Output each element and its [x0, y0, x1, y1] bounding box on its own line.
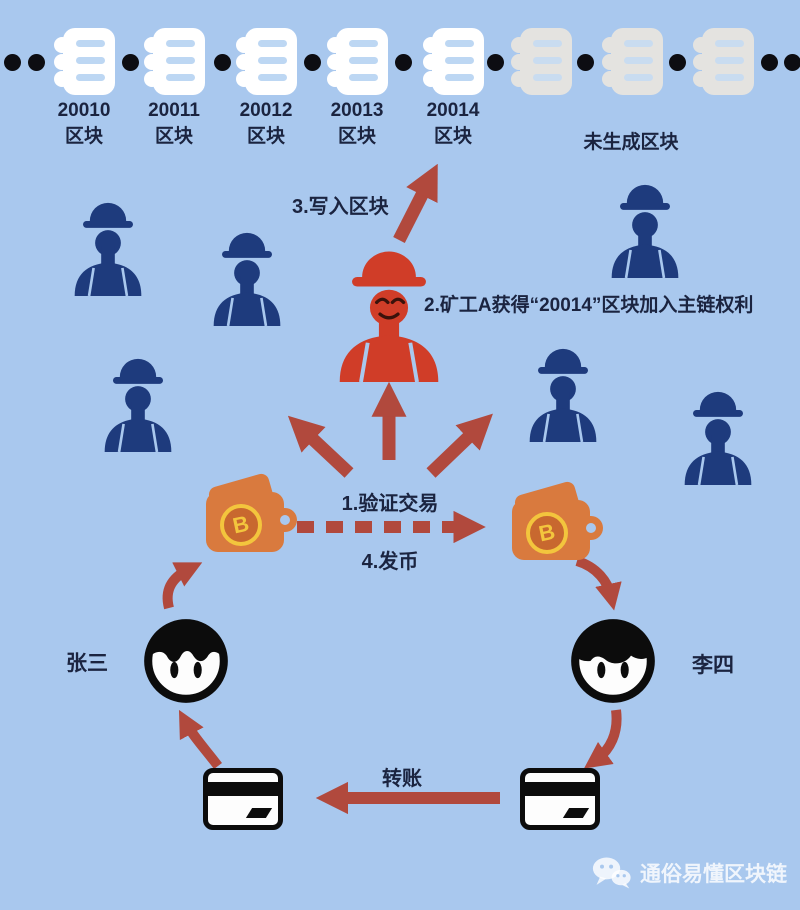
chain-dot	[761, 54, 778, 71]
chain-dot	[395, 54, 412, 71]
chain-dot	[669, 54, 686, 71]
arrow-verify-upleft	[287, 415, 354, 478]
chain-dot	[28, 54, 45, 71]
person-right-label: 李四	[692, 654, 734, 677]
card-chip	[562, 808, 590, 818]
wallet-zhangsan: B	[206, 472, 297, 552]
miner-icon	[209, 226, 285, 326]
notebook-block-icon	[326, 28, 388, 95]
notebook-block-icon	[143, 28, 205, 95]
chain-dot	[577, 54, 594, 71]
card-chip	[245, 808, 273, 818]
watermark-text: 通俗易懂区块链	[640, 863, 787, 886]
ungenerated-block-icon	[510, 28, 572, 95]
miner-icon	[607, 178, 683, 278]
chain-dot	[304, 54, 321, 71]
card-stripe	[524, 782, 596, 796]
arrow-card-to-zhangsan	[178, 709, 222, 770]
ungenerated-block-icon	[601, 28, 663, 95]
bitcoin-icon: B	[220, 504, 262, 546]
bank-card-icon	[520, 768, 600, 830]
bank-card-icon	[203, 768, 283, 830]
wechat-icon	[592, 857, 631, 889]
transfer-label: 转账	[382, 768, 422, 790]
miner-a-red-icon	[333, 242, 445, 382]
ungenerated-blocks-label: 未生成区块	[583, 132, 679, 153]
notebook-block-icon	[235, 28, 297, 95]
notebook-block-icon	[422, 28, 484, 95]
chain-dot	[214, 54, 231, 71]
face-lisi-icon	[568, 616, 658, 706]
chain-dot	[122, 54, 139, 71]
watermark: 通俗易懂区块链	[592, 856, 787, 890]
chain-dot	[784, 54, 800, 71]
step3-label: 3.写入区块	[292, 196, 389, 218]
wallet-clasp-hole	[280, 515, 290, 525]
card-stripe	[207, 782, 279, 796]
miner-icon	[70, 196, 146, 296]
chain-dot	[4, 54, 21, 71]
arrow-lisi-to-card	[583, 709, 622, 769]
miner-icon	[100, 352, 176, 452]
wallet-lisi: B	[512, 480, 603, 560]
wallet-clasp-hole	[586, 523, 596, 533]
chain-dot	[487, 54, 504, 71]
step1-label: 1.验证交易	[341, 493, 439, 515]
step4-label: 4.发币	[361, 551, 419, 573]
step2-label: 2.矿工A获得“20014”区块加入主链权利	[424, 295, 754, 316]
arrow-zhangsan-to-wallet	[162, 562, 203, 610]
person-left-label: 张三	[66, 652, 108, 675]
ungenerated-block-icon	[692, 28, 754, 95]
arrow-verify-upright	[426, 413, 493, 478]
notebook-block-icon	[53, 28, 115, 95]
arrow-write-to-block	[393, 163, 438, 243]
miner-icon	[680, 385, 756, 485]
face-zhangsan-icon	[141, 616, 231, 706]
arrow-wallet-to-lisi	[575, 556, 622, 611]
miner-icon	[525, 342, 601, 442]
bitcoin-icon: B	[526, 512, 568, 554]
